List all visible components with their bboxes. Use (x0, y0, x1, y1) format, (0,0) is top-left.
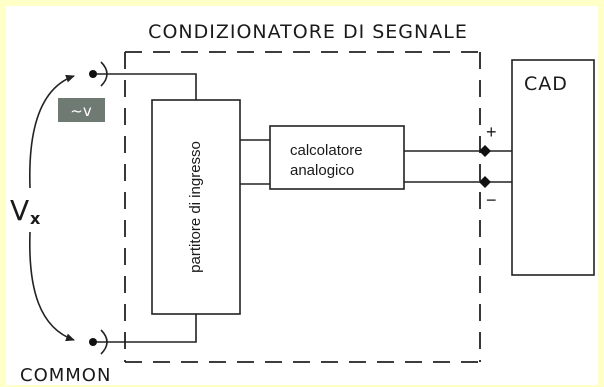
ac-voltage-badge-icon (58, 98, 105, 122)
partitore-label: partitore di ingresso (187, 141, 204, 273)
calcolatore-label-line2: analogico (290, 162, 354, 179)
plus-terminal-label: + (486, 122, 497, 142)
minus-terminal-label: − (486, 190, 497, 210)
calcolatore-block (269, 125, 405, 190)
common-jack-icon (89, 329, 108, 355)
connection-node-icon (479, 145, 491, 157)
input-jack-icon (89, 61, 108, 87)
diagram-title: CONDIZIONATORE DI SEGNALE (148, 21, 468, 43)
ac-badge-label: ~v (70, 102, 92, 120)
vx-subscript: x (30, 209, 41, 228)
diagram-panel (6, 6, 598, 385)
vx-arrow-down (28, 231, 75, 342)
common-label: COMMON (20, 365, 111, 386)
vx-label: V (10, 194, 30, 227)
wire-common-bottom (96, 314, 197, 343)
vx-arrow-up (28, 74, 75, 189)
wire-input-top (96, 73, 197, 100)
cad-label: CAD (524, 73, 568, 95)
connection-node-icon (479, 176, 491, 188)
calcolatore-label-line1: calcolatore (290, 142, 363, 159)
cad-block (511, 59, 595, 276)
